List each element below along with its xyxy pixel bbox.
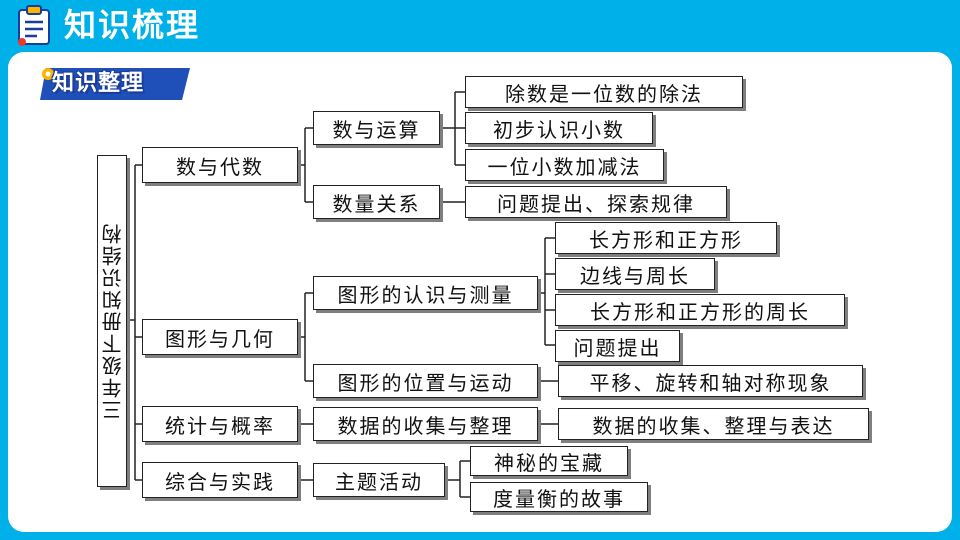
node-pose-problem: 问题提出 [555, 330, 680, 362]
node-decimal-add-sub: 一位小数加减法 [465, 149, 664, 181]
badge-shape [40, 68, 190, 100]
node-edges-perimeter: 边线与周长 [555, 258, 715, 290]
node-statistics: 统计与概率 [142, 406, 298, 442]
node-rectangle-perimeter: 长方形和正方形的周长 [555, 294, 845, 326]
clipboard-icon [18, 5, 50, 46]
node-practice: 综合与实践 [142, 462, 298, 498]
header-bar: 知识梳理 [0, 0, 960, 50]
tree-root-label: 三年级下册知识结构 [100, 222, 125, 420]
node-explore-patterns: 问题提出、探索规律 [465, 186, 727, 218]
node-theme-activity: 主题活动 [313, 463, 445, 497]
node-treasure: 神秘的宝藏 [470, 446, 628, 476]
node-number-operations: 数与运算 [313, 111, 440, 145]
node-shape-recognition: 图形的认识与测量 [313, 276, 538, 310]
node-decimals-intro: 初步认识小数 [465, 112, 653, 144]
node-transformations: 平移、旋转和轴对称现象 [558, 365, 863, 397]
page-title: 知识梳理 [64, 6, 201, 44]
node-division: 除数是一位数的除法 [465, 76, 743, 108]
tree-root: 三年级下册知识结构 [97, 155, 127, 487]
node-number-algebra: 数与代数 [142, 147, 298, 183]
node-measurement-story: 度量衡的故事 [470, 482, 648, 512]
node-rectangle-square: 长方形和正方形 [555, 222, 777, 254]
node-quantity-relations: 数量关系 [313, 185, 440, 219]
node-data-express: 数据的收集、整理与表达 [558, 408, 869, 440]
badge-label: 知识整理 [52, 71, 145, 96]
node-shape-position: 图形的位置与运动 [313, 364, 538, 398]
node-geometry: 图形与几何 [142, 319, 298, 355]
node-data-collection: 数据的收集与整理 [313, 407, 538, 441]
